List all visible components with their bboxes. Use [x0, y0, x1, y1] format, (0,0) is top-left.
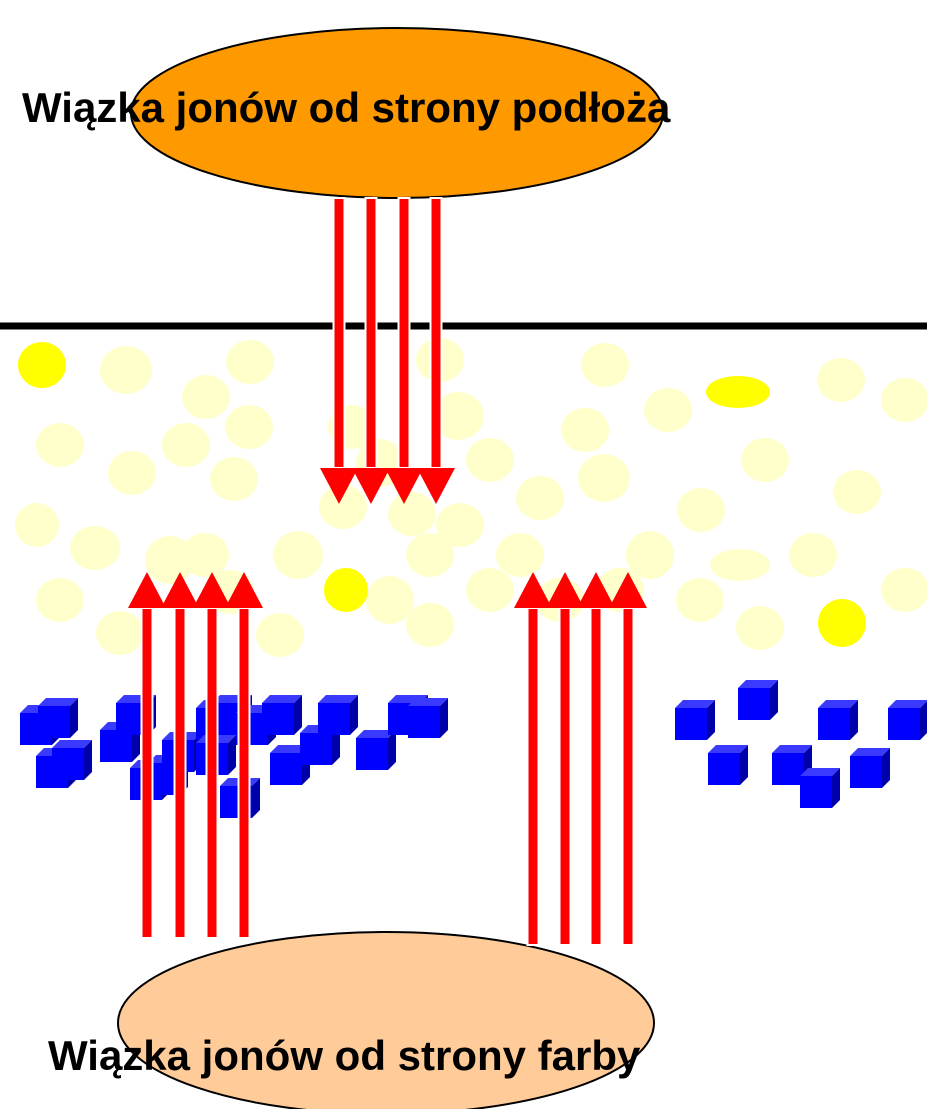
pigment-cube — [318, 695, 358, 735]
pigment-cube — [262, 695, 302, 735]
arrow-shaft — [623, 608, 634, 945]
particle — [881, 568, 927, 612]
particle — [741, 438, 789, 482]
arrow-shaft — [560, 608, 571, 945]
particle — [581, 343, 629, 387]
particle — [706, 376, 770, 408]
particle — [677, 488, 725, 532]
particle — [789, 533, 837, 577]
particle — [36, 578, 84, 622]
particle — [388, 492, 436, 536]
pigment-cube — [888, 700, 927, 740]
arrow-shaft — [334, 198, 345, 468]
particle — [15, 503, 59, 547]
particle — [833, 470, 881, 514]
particle — [818, 599, 866, 647]
arrow-shaft — [142, 608, 153, 938]
bottom-beam-source-ellipse — [118, 932, 654, 1109]
particle — [561, 408, 609, 452]
pigment-cubes — [20, 680, 927, 818]
pigment-cube — [356, 730, 396, 770]
particle — [817, 358, 865, 402]
particle — [273, 531, 323, 579]
bottom-beam-label: Wiązka jonów od strony farby — [48, 1032, 641, 1079]
particle — [644, 388, 692, 432]
pigment-cube — [800, 768, 840, 808]
particle — [226, 340, 274, 384]
particle — [108, 451, 156, 495]
particle — [100, 346, 152, 394]
pigment-cube — [52, 740, 92, 780]
particle — [225, 405, 273, 449]
particle — [36, 423, 84, 467]
particle — [406, 603, 454, 647]
particle — [466, 438, 514, 482]
arrow-shaft — [399, 198, 410, 468]
particle — [578, 454, 630, 502]
particle — [18, 342, 66, 388]
arrow-shaft — [175, 608, 186, 938]
particle — [181, 533, 229, 577]
pigment-cube — [738, 680, 778, 720]
pigment-cube — [408, 698, 448, 738]
particle — [162, 423, 210, 467]
arrow-shaft — [431, 198, 442, 468]
particle — [70, 526, 120, 570]
pigment-cube — [38, 698, 78, 738]
pigment-cube — [708, 745, 748, 785]
particle — [676, 578, 724, 622]
particle — [366, 576, 414, 624]
particle — [324, 568, 368, 612]
pigment-cube — [675, 700, 715, 740]
pigment-cube — [818, 700, 858, 740]
arrow-shaft — [591, 608, 602, 945]
arrow-shaft — [366, 198, 377, 468]
particle — [466, 568, 514, 612]
particle — [182, 375, 230, 419]
particle — [436, 503, 484, 547]
arrow-shaft — [207, 608, 218, 938]
arrow-shaft — [239, 608, 250, 938]
particle — [881, 378, 927, 422]
arrow-shaft — [528, 608, 539, 945]
particle — [96, 611, 144, 655]
top-beam-label: Wiązka jonów od strony podłoża — [22, 84, 671, 131]
particle — [710, 549, 770, 581]
particle — [516, 476, 564, 520]
particle — [496, 533, 544, 577]
pigment-cube — [850, 748, 890, 788]
particle — [736, 606, 784, 650]
particle — [210, 457, 258, 501]
particle — [256, 613, 304, 657]
